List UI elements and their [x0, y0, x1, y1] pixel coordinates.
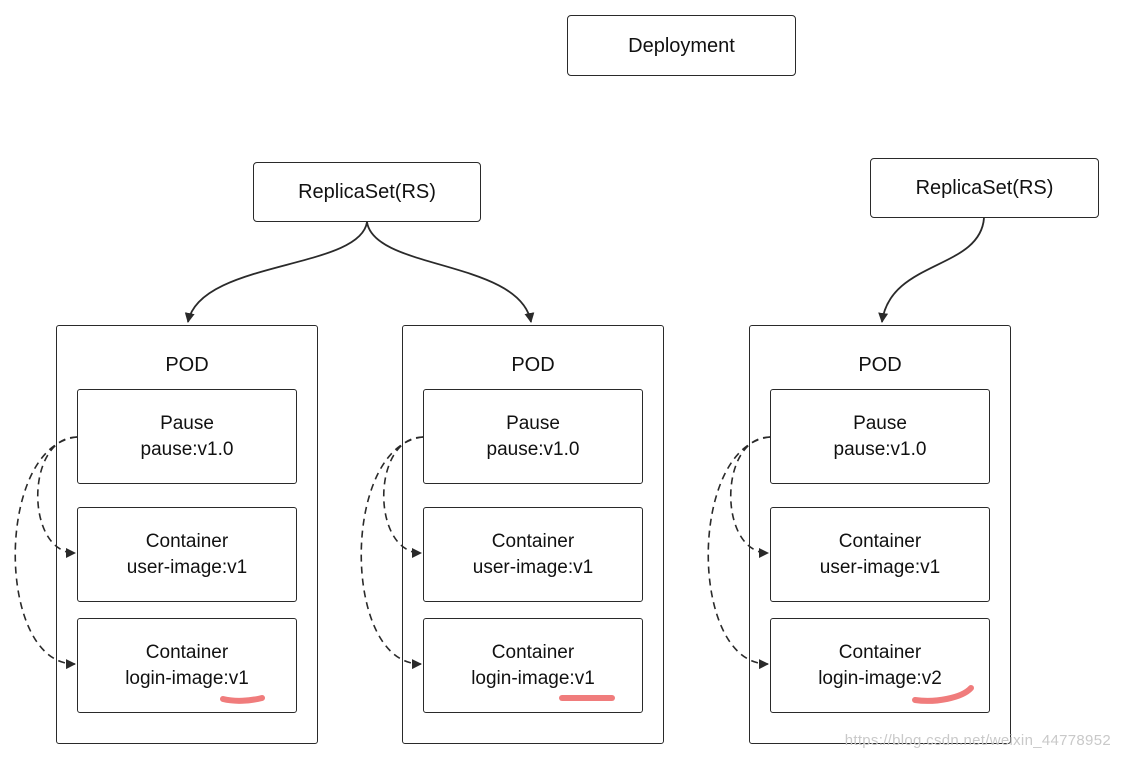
container-image: user-image:v1 — [819, 556, 941, 578]
rs-to-pod-arrow — [878, 217, 985, 323]
replicaset-box-2: ReplicaSet(RS) — [870, 158, 1099, 218]
pause-link-dashed — [730, 436, 771, 558]
highlight-mark — [912, 685, 974, 704]
pause-name: Pause — [506, 412, 560, 434]
container-name: Container — [491, 530, 575, 552]
user-container-box: Container user-image:v1 — [77, 507, 297, 602]
container-name: Container — [491, 641, 575, 663]
pod-box-1: POD Pause pause:v1.0 Container user-imag… — [56, 325, 318, 744]
container-image: user-image:v1 — [126, 556, 248, 578]
pause-link-dashed — [14, 436, 78, 670]
watermark-text: https://blog.csdn.net/weixin_44778952 — [844, 732, 1111, 749]
pause-container-box: Pause pause:v1.0 — [770, 389, 990, 484]
pause-image: pause:v1.0 — [833, 438, 927, 460]
user-container-box: Container user-image:v1 — [770, 507, 990, 602]
deployment-box: Deployment — [567, 15, 796, 76]
pod-title: POD — [511, 354, 555, 376]
deployment-label: Deployment — [628, 34, 735, 57]
pause-name: Pause — [160, 412, 214, 434]
pause-image: pause:v1.0 — [486, 438, 580, 460]
replicaset-box-1: ReplicaSet(RS) — [253, 162, 481, 222]
container-image: login-image:v1 — [125, 667, 249, 689]
user-container-box: Container user-image:v1 — [423, 507, 643, 602]
container-image: user-image:v1 — [472, 556, 594, 578]
pause-container-box: Pause pause:v1.0 — [423, 389, 643, 484]
container-image: login-image:v2 — [818, 667, 942, 689]
replicaset-label: ReplicaSet(RS) — [298, 181, 436, 203]
pause-link-dashed — [707, 436, 771, 670]
container-name: Container — [145, 530, 229, 552]
pod-box-2: POD Pause pause:v1.0 Container user-imag… — [402, 325, 664, 744]
pod-box-3: POD Pause pause:v1.0 Container user-imag… — [749, 325, 1011, 744]
pause-link-dashed — [383, 436, 424, 558]
pause-link-dashed — [360, 436, 424, 670]
pod-title: POD — [858, 354, 902, 376]
container-name: Container — [838, 641, 922, 663]
rs-to-pod-arrow — [366, 221, 535, 323]
pause-container-box: Pause pause:v1.0 — [77, 389, 297, 484]
container-name: Container — [838, 530, 922, 552]
container-name: Container — [145, 641, 229, 663]
container-image: login-image:v1 — [471, 667, 595, 689]
highlight-mark — [220, 695, 265, 704]
pause-link-dashed — [37, 436, 78, 558]
pod-title: POD — [165, 354, 209, 376]
pause-image: pause:v1.0 — [140, 438, 234, 460]
pause-name: Pause — [853, 412, 907, 434]
replicaset-label: ReplicaSet(RS) — [915, 177, 1054, 199]
rs-to-pod-arrow — [184, 221, 368, 323]
